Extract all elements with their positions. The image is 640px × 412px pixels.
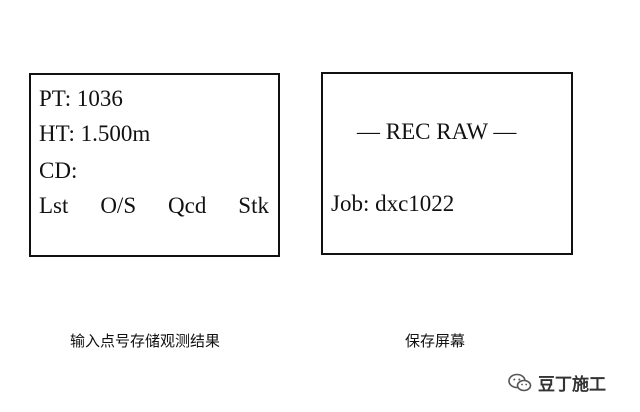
input-point-screen: PT: 1036 HT: 1.500m CD: Lst O/S Qcd Stk — [29, 73, 280, 257]
softkey-os[interactable]: O/S — [100, 193, 137, 218]
cd-line[interactable]: CD: — [39, 158, 78, 183]
softkey-stk[interactable]: Stk — [238, 193, 269, 218]
screen-title: — REC RAW — — [357, 119, 517, 144]
job-line: Job: dxc1022 — [331, 191, 455, 216]
ht-line: HT: 1.500m — [39, 121, 151, 146]
caption-left: 输入点号存储观测结果 — [70, 332, 221, 350]
softkey-lst[interactable]: Lst — [39, 193, 69, 218]
softkey-qcd[interactable]: Qcd — [168, 193, 207, 218]
wechat-icon — [508, 373, 532, 391]
caption-right: 保存屏幕 — [405, 332, 466, 350]
watermark-text: 豆丁施工 — [538, 375, 606, 395]
rec-raw-screen: — REC RAW — Job: dxc1022 — [321, 72, 573, 255]
pt-line: PT: 1036 — [39, 86, 123, 111]
softkey-bar: Lst O/S Qcd Stk — [39, 194, 269, 217]
watermark: 豆丁施工 — [508, 370, 606, 395]
